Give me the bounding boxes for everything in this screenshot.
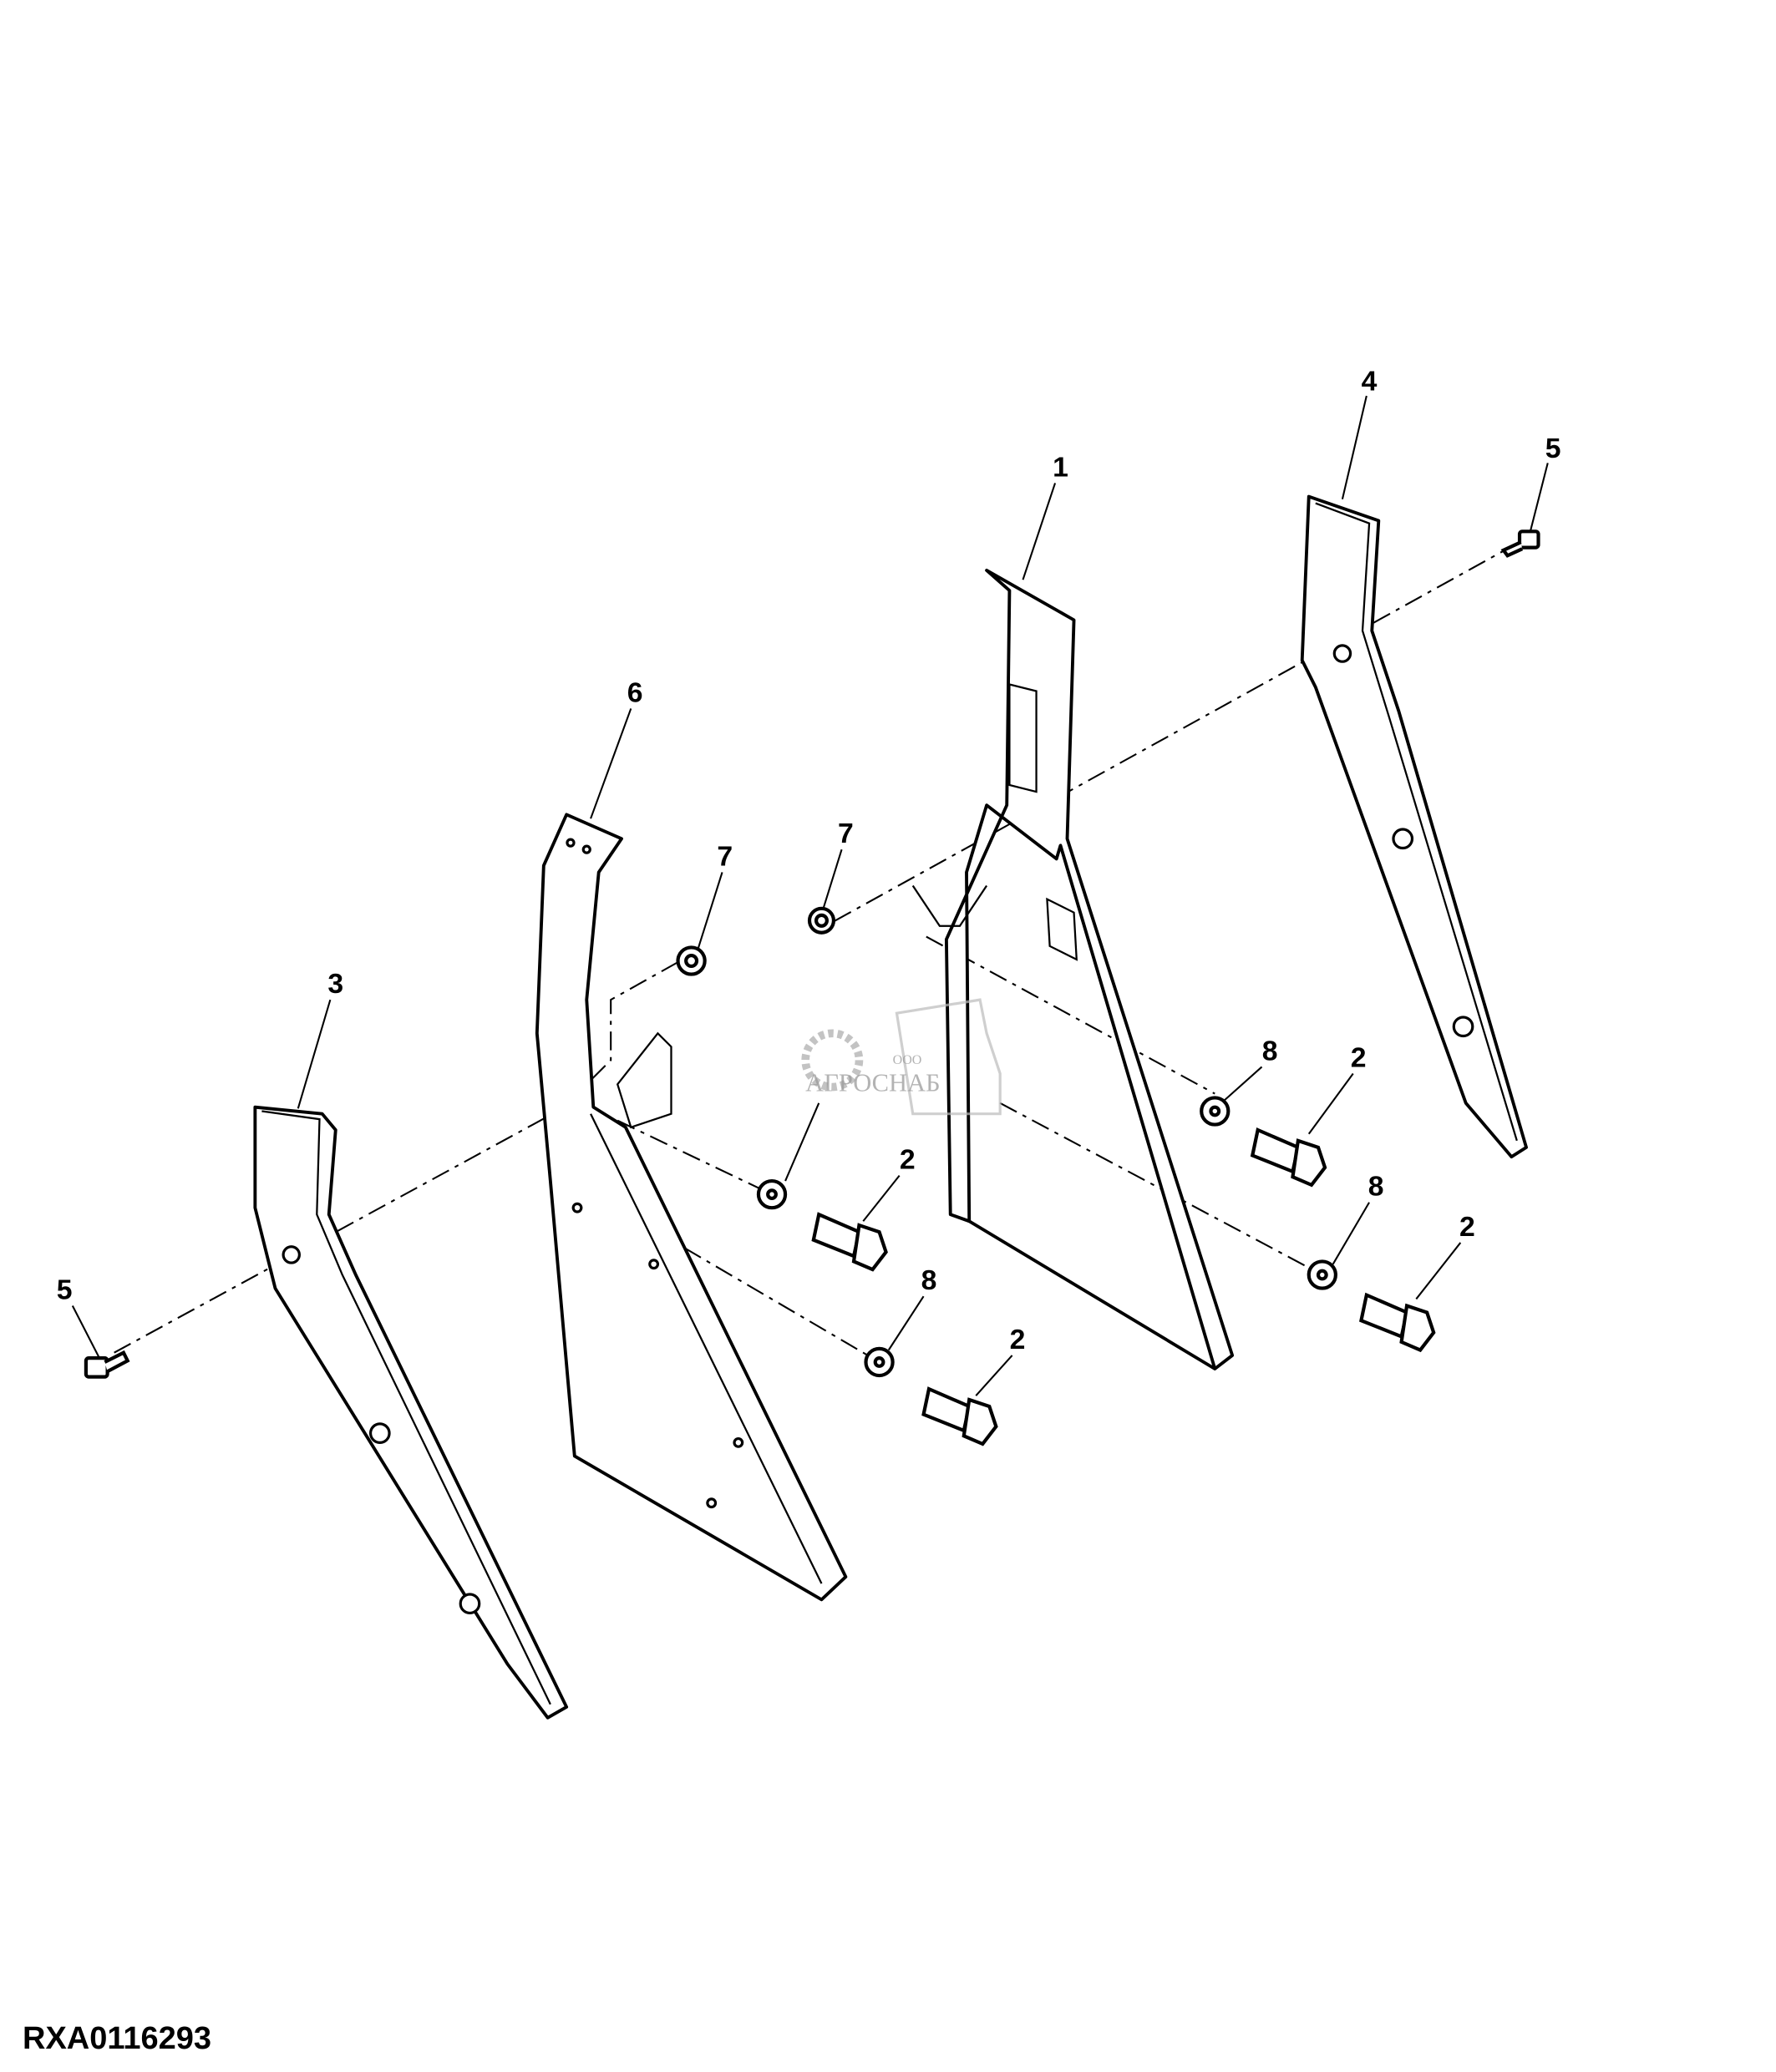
bolt-2	[1250, 1127, 1327, 1188]
callout-2: 2	[900, 1144, 916, 1176]
callout-7: 7	[838, 818, 854, 849]
watermark-logo: ООО АГРОСНАБ	[801, 998, 1002, 1116]
gear-icon	[801, 1029, 864, 1092]
washer-8	[864, 1346, 895, 1378]
callout-2: 2	[1351, 1041, 1367, 1073]
nut-7-left	[676, 945, 707, 976]
callout-8: 8	[1262, 1035, 1278, 1066]
nut-7-right	[807, 906, 836, 935]
callout-1: 1	[1053, 451, 1068, 483]
callout-labels: 4 5 1 6 7 7 3 8 2 2 8 2 5 8 2	[57, 366, 1561, 1355]
figure-id: RXA0116293	[23, 2021, 212, 2056]
callout-8: 8	[1368, 1171, 1384, 1203]
callout-5: 5	[57, 1274, 73, 1305]
part-1-center-shield	[911, 568, 1235, 1370]
hardware	[84, 529, 1540, 1446]
part-4-right-guard	[1300, 494, 1528, 1159]
callout-2: 2	[1010, 1324, 1026, 1355]
bolt-2	[1359, 1292, 1436, 1353]
callout-2: 2	[1459, 1211, 1475, 1243]
part-6-plate	[535, 813, 848, 1602]
washer-8	[1200, 1096, 1231, 1127]
callout-3: 3	[327, 968, 343, 1000]
bolt-2	[921, 1386, 998, 1446]
callout-6: 6	[627, 676, 643, 708]
callout-4: 4	[1362, 366, 1378, 398]
callout-7: 7	[717, 840, 733, 872]
part-3-left-guard	[253, 1105, 569, 1720]
svg-text:АГРОСНАБ: АГРОСНАБ	[805, 1068, 940, 1097]
bolt-5-right	[1500, 529, 1540, 558]
callout-5: 5	[1545, 433, 1561, 464]
callout-8: 8	[921, 1264, 937, 1296]
washer-8	[756, 1178, 788, 1210]
bolt-5-left	[84, 1350, 130, 1379]
combine-harvester-icon	[895, 998, 1002, 1116]
callout-leaders	[71, 395, 1549, 1396]
svg-text:ООО: ООО	[893, 1053, 922, 1067]
washer-8	[1307, 1259, 1337, 1290]
bolt-2	[811, 1212, 888, 1272]
